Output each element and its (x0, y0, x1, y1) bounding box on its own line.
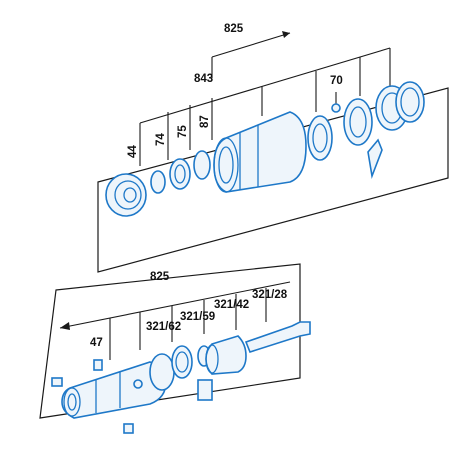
part-ring-74 (150, 170, 166, 194)
part-ball-70 (331, 103, 341, 113)
label-321-59: 321/59 (180, 311, 215, 323)
lower-leader-lines (59, 281, 291, 360)
part-small-ball (133, 379, 143, 389)
label-825-lower: 825 (150, 271, 170, 283)
part-small-block-d (197, 379, 213, 401)
part-ring-upper (307, 115, 333, 161)
label-843: 843 (194, 73, 213, 85)
part-washer-75 (169, 158, 191, 190)
label-321-28: 321/28 (252, 289, 288, 301)
upper-labels: 825 843 70 44 74 75 87 (127, 23, 343, 158)
label-75: 75 (177, 125, 189, 138)
label-44: 44 (127, 145, 139, 158)
part-oring-87 (193, 150, 211, 180)
label-74: 74 (155, 133, 167, 146)
part-small-block-b (93, 359, 103, 371)
label-70: 70 (330, 75, 343, 87)
part-pin-321-28 (244, 321, 311, 353)
label-47: 47 (90, 337, 103, 349)
label-825-upper: 825 (224, 23, 244, 35)
part-ring-321-62 (171, 345, 193, 379)
label-321-42: 321/42 (214, 299, 249, 311)
part-nut-44 (105, 173, 147, 217)
upper-parts (105, 81, 425, 217)
lower-parts (51, 321, 311, 434)
lower-assembly: 825 321/28 321/42 321/59 321/62 47 (39, 263, 311, 434)
lower-labels: 825 321/28 321/42 321/59 321/62 47 (90, 271, 288, 349)
upper-assembly: 825 843 70 44 74 75 87 (97, 23, 449, 273)
part-spring-ring (343, 98, 373, 146)
part-clip (367, 138, 383, 180)
label-87: 87 (199, 115, 211, 128)
part-collar (149, 353, 175, 391)
part-housing (213, 111, 307, 193)
label-321-62: 321/62 (146, 321, 181, 333)
part-small-block-a (51, 377, 63, 387)
upper-leader-lines (139, 31, 391, 166)
part-small-block-c (123, 423, 134, 434)
